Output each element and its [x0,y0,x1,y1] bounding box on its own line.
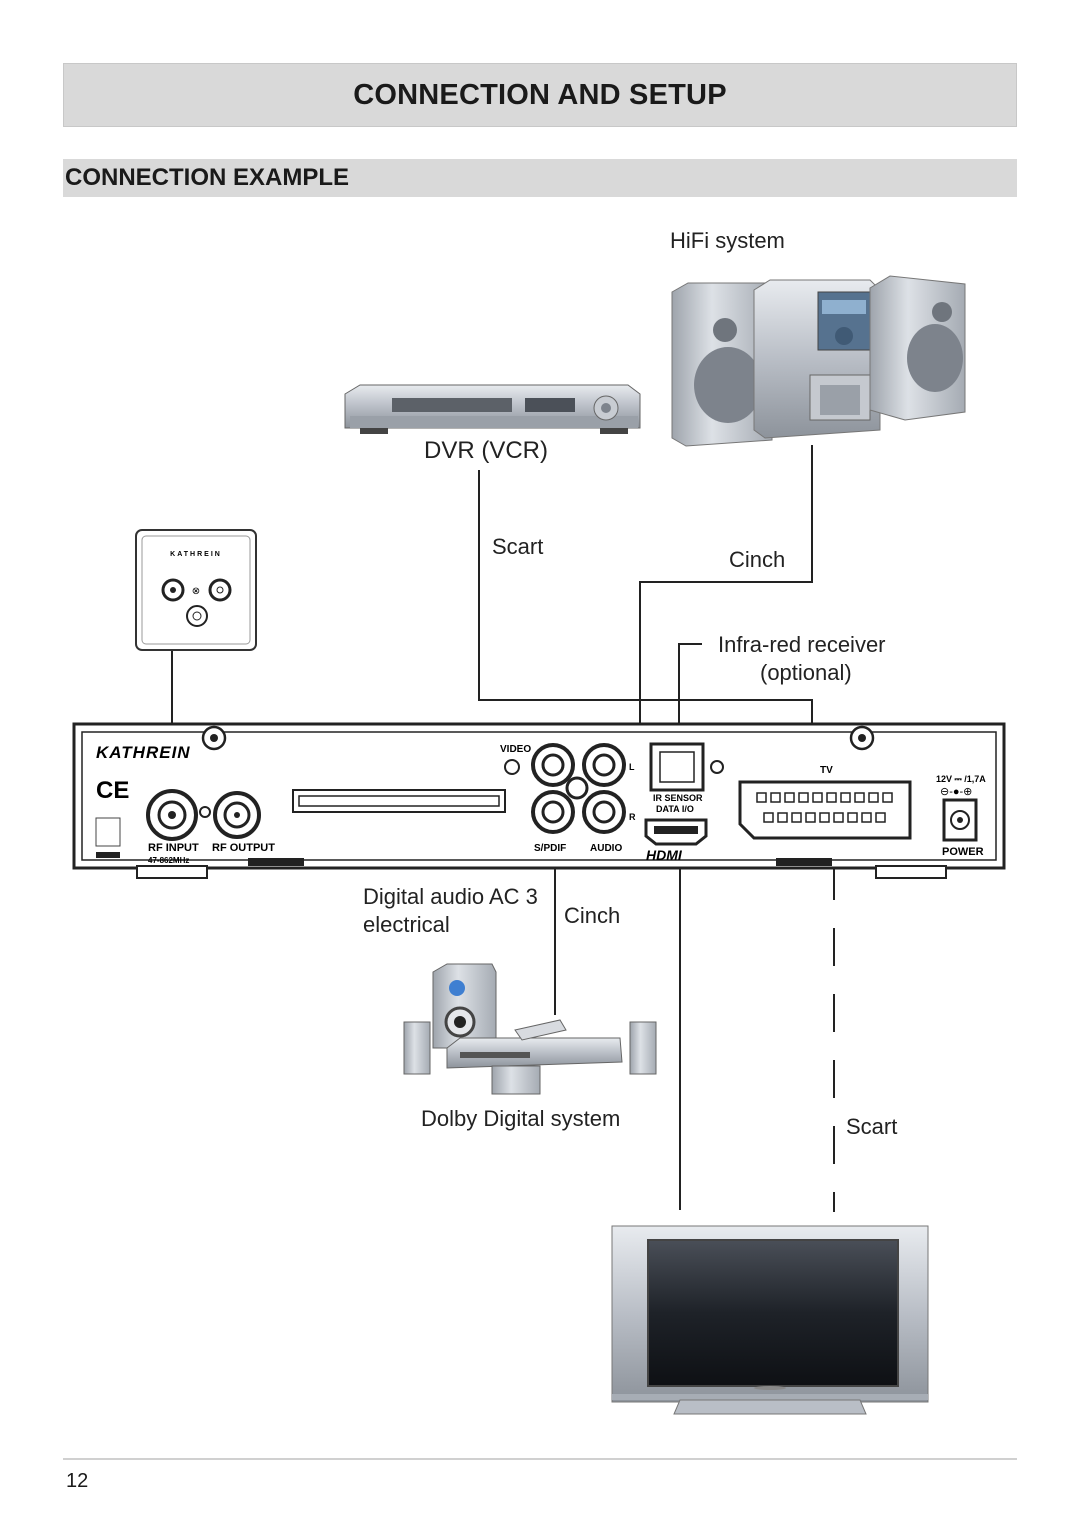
ir-sensor-label: IR SENSOR [653,793,703,803]
footer-divider [63,1458,1017,1460]
tv-label: TV [820,765,833,776]
digital-audio-electrical-label: electrical [363,912,450,937]
dvr-label: DVR (VCR) [424,437,548,464]
audio-label: AUDIO [590,843,622,854]
cinch-bottom-label: Cinch [564,903,621,928]
dolby-label: Dolby Digital system [421,1106,621,1131]
rf-input-label: RF INPUT [148,842,199,854]
rf-output-label: RF OUTPUT [212,842,275,854]
dolby-system-image [403,963,657,1095]
power-rating: 12V ⎓ /1,7A [936,774,986,784]
spdif-label: S/PDIF [534,843,566,854]
receiver-brand: KATHREIN [96,743,191,762]
antenna-socket-image: KATHREIN ⊗ [135,529,257,651]
section-title-bar: CONNECTION EXAMPLE [63,159,1017,197]
hifi-system-image [671,275,966,447]
power-label: POWER [942,846,984,858]
video-label: VIDEO [500,744,531,755]
hdmi-label: HDMI [646,847,683,863]
ir-optional-label: (optional) [760,660,852,685]
cinch-top-label: Cinch [729,547,786,572]
digital-audio-label: Digital audio AC 3 [363,884,538,909]
svg-text:⊗: ⊗ [192,586,200,597]
dvr-image [344,384,641,434]
scart-bottom-label: Scart [846,1114,898,1139]
page-title: CONNECTION AND SETUP [353,78,727,111]
page-title-bar: CONNECTION AND SETUP [63,63,1017,127]
hifi-label: HiFi system [670,228,785,253]
page-number: 12 [66,1470,89,1492]
frequency-label: 47-862MHz [148,856,189,865]
ir-receiver-cable [678,643,702,760]
ir-receiver-label: Infra-red receiver [718,632,886,657]
weee-icon [95,817,121,847]
svg-text:⊖-●-⊕: ⊖-●-⊕ [940,786,972,798]
svg-text:L: L [629,762,635,772]
ce-mark: CE [96,777,129,804]
hifi-cinch-cable [639,445,813,770]
svg-text:R: R [629,812,636,822]
antenna-brand: KATHREIN [170,551,222,558]
section-title: CONNECTION EXAMPLE [65,164,350,191]
tv-image [611,1225,929,1415]
svg-text:DATA I/O: DATA I/O [656,804,694,814]
scart-pins [756,792,893,823]
scart-top-label: Scart [492,534,544,559]
tv-scart-port [738,780,912,840]
receiver-back-panel: KATHREIN CE RF INPUT RF OUTPUT 47-862MHz… [72,722,1006,879]
